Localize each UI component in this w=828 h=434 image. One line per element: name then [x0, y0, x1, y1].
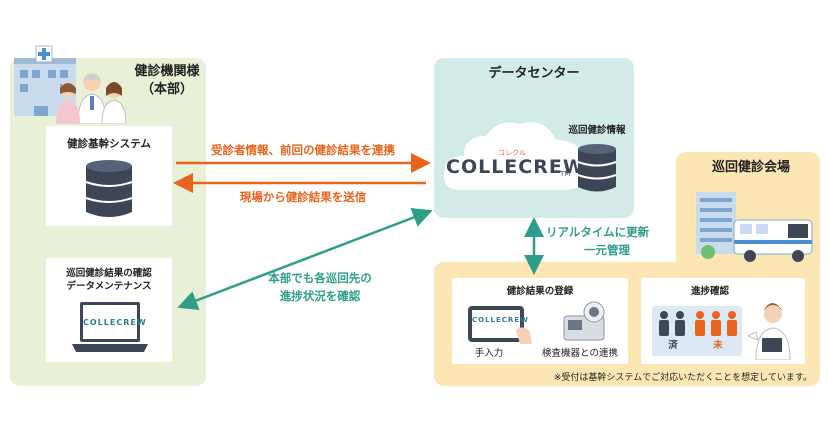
arrow-progress — [177, 208, 433, 310]
device-link-label: 検査機器との連携 — [542, 348, 618, 359]
collecrew-logo: COLLECREW — [446, 156, 585, 178]
people-status-icons — [659, 311, 737, 336]
headquarters-subtitle: （本部） — [140, 82, 193, 97]
arrow-label-progress-1: 本部でも各巡回先の — [268, 271, 372, 285]
core-system-title: 健診基幹システム — [67, 138, 151, 150]
building-bus-illustration — [696, 192, 813, 262]
laptop-icon — [72, 302, 148, 352]
footnote: ※受付は基幹システムでご対応いただくことを想定しています。 — [553, 373, 812, 383]
cloud-icon — [443, 122, 587, 190]
arrow-label-send-to-dc: 受診者情報、前回の健診結果を連携 — [211, 143, 395, 157]
laptop-logo: COLLECREW — [83, 318, 147, 327]
progress-title: 進捗確認 — [690, 286, 729, 297]
tablet-icon — [468, 306, 532, 344]
hospital-staff-illustration — [14, 45, 126, 124]
arrow-label-progress-2: 進捗状況を確認 — [279, 289, 361, 303]
arrow-label-realtime-2: 一元管理 — [584, 243, 630, 257]
arrow-label-send-to-hq: 現場から健診結果を送信 — [239, 190, 367, 204]
data-center-title: データセンター — [488, 66, 580, 81]
datacenter-database-icon — [577, 144, 617, 192]
manual-input-label: 手入力 — [474, 348, 504, 359]
tour-checkup-info-label: 巡回健診情報 — [568, 125, 626, 136]
maintenance-title-line1: 巡回健診結果の確認 — [66, 268, 152, 279]
done-label: 済 — [668, 340, 678, 351]
database-icon — [85, 160, 133, 217]
arrow-label-realtime-1: リアルタイムに更新 — [546, 225, 650, 239]
nurse-with-tablet-icon — [746, 303, 791, 360]
registration-title: 健診結果の登録 — [506, 286, 574, 297]
pending-label: 未 — [713, 340, 723, 351]
site-title: 巡回健診会場 — [711, 160, 790, 175]
logo-trademark: TM — [560, 170, 571, 178]
tablet-logo: COLLECREW — [472, 316, 529, 324]
logo-kana: コレクル — [498, 149, 526, 157]
medical-device-icon — [563, 301, 605, 341]
headquarters-title: 健診機関様 — [134, 64, 200, 79]
maintenance-title-line2: データメンテナンス — [66, 281, 152, 292]
